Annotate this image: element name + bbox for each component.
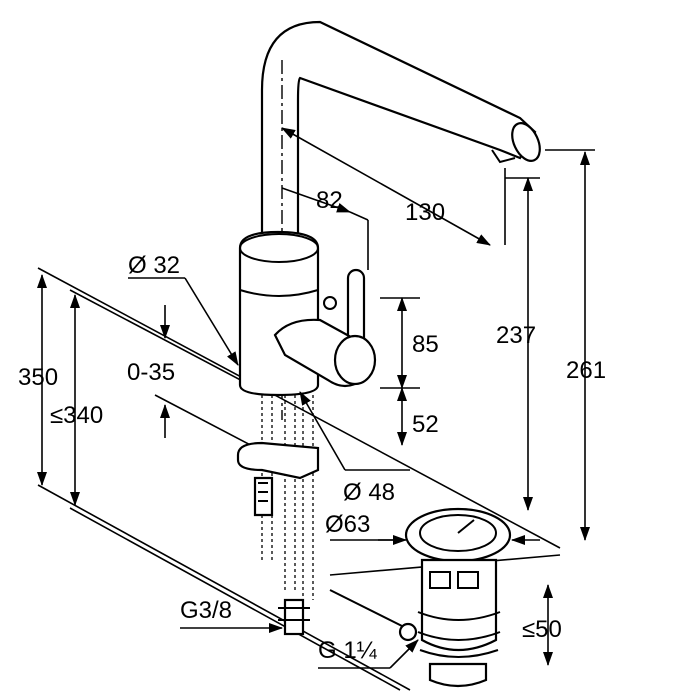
dim-50: ≤50: [522, 616, 562, 643]
dim-237: 237: [496, 322, 536, 349]
dim-340: ≤340: [50, 402, 103, 429]
dim-diameter-63: Ø63: [325, 511, 370, 538]
dim-52: 52: [412, 411, 439, 438]
dim-350: 350: [18, 364, 58, 391]
faucet-body: [238, 230, 320, 397]
dimension-lines: [37, 127, 595, 669]
dim-diameter-48: Ø 48: [343, 479, 395, 506]
pop-up-waste: [329, 507, 512, 688]
lever-handle: [273, 268, 377, 388]
dim-thread-g114: G 1¼: [318, 637, 378, 664]
dimension-labels: 82 130 Ø 32 0-35 85 52 237 261 350 ≤340 …: [18, 187, 606, 664]
dim-deck-thickness: 0-35: [127, 359, 175, 386]
dim-diameter-32: Ø 32: [128, 252, 180, 279]
mounting-bracket: [236, 441, 320, 517]
dim-82: 82: [316, 187, 343, 214]
dim-261: 261: [566, 357, 606, 384]
dim-85: 85: [412, 331, 439, 358]
supply-hoses: [261, 395, 314, 636]
dim-thread-g38: G3/8: [180, 597, 232, 624]
dim-130: 130: [405, 199, 445, 226]
